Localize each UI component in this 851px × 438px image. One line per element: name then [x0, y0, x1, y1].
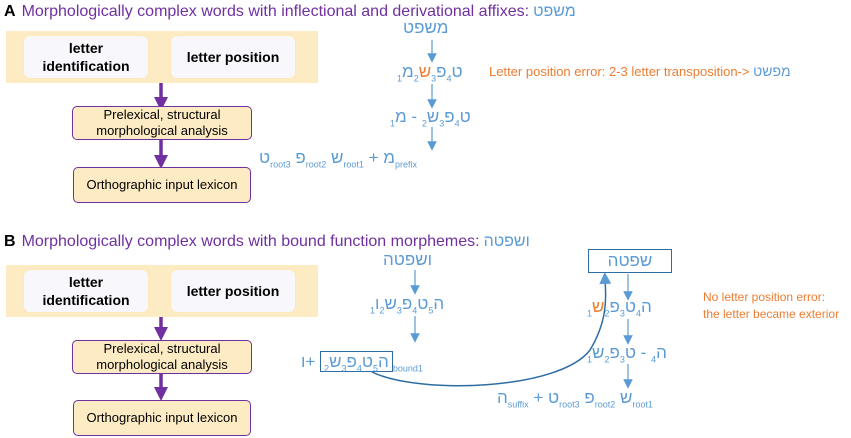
- a-prefix-split: ט4פ3ש2 - מ1: [390, 107, 471, 129]
- section-b-word: ושפטה: [483, 233, 530, 250]
- b-reordered-letters: ה4ט3פ2ש1: [587, 297, 652, 319]
- curved-arrow: [371, 272, 612, 387]
- box-b-letter-position: letter position: [170, 269, 296, 313]
- b-note-line2: the letter became exterior: [703, 307, 840, 321]
- b-note: No letter position error: the letter beca…: [703, 289, 839, 323]
- b-seq-word: ושפטה: [383, 250, 433, 269]
- b-root-analysis: הsuffix + טroot3 פroot2 שroot1: [497, 388, 653, 410]
- box-a-letter-identification: letter identification: [23, 35, 149, 79]
- box-a-lexicon: Orthographic input lexicon: [73, 167, 251, 203]
- b-note-line1: No letter position error:: [703, 290, 826, 304]
- box-a-letter-position: letter position: [170, 35, 296, 79]
- b-boxed-word: שפטה: [588, 249, 672, 273]
- box-b-prelexical: Prelexical, structural morphological ana…: [72, 340, 252, 374]
- a-root-analysis: טroot3 פroot2 שroot1 + מprefix: [259, 148, 417, 170]
- a-indexed-letters: ט4פ3ש2מ1: [397, 62, 463, 84]
- box-b-lexicon: Orthographic input lexicon: [73, 400, 251, 436]
- a-error-note: Letter position error: 2-3 letter transp…: [489, 63, 791, 79]
- box-a-prelexical: Prelexical, structural morphological ana…: [72, 106, 252, 140]
- b-indexed-letters: ה5ט4פ3ש2ו1: [370, 294, 445, 316]
- b-suffix-split: ה4 - ט3פ2ש1: [587, 343, 667, 365]
- a-error-word: מפשט: [753, 63, 791, 79]
- box-b-letter-identification: letter identification: [23, 269, 149, 313]
- a-seq-word: משפט: [403, 18, 449, 37]
- section-a-word: משפט: [533, 3, 576, 20]
